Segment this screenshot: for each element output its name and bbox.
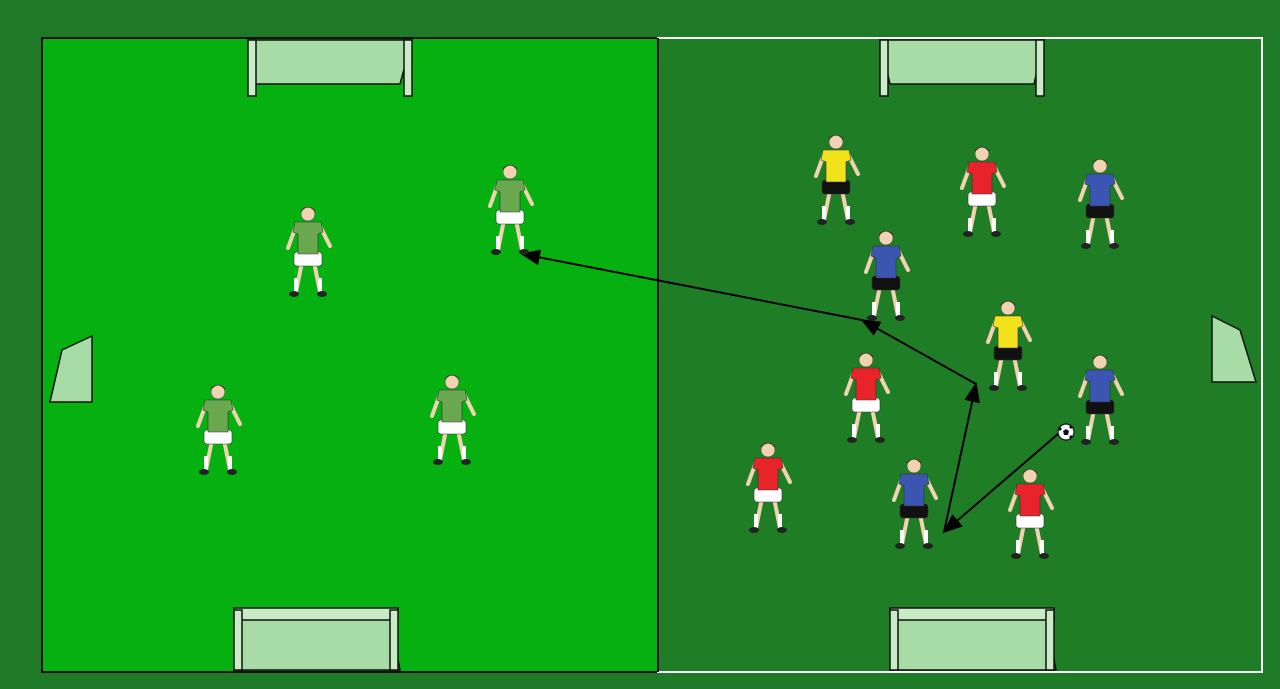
left-zone: [42, 38, 658, 672]
right-bottom-goal: [890, 608, 1056, 670]
left-bottom-goal: [234, 608, 400, 670]
right-zone: [658, 38, 1262, 672]
soccer-ball-icon: [1058, 424, 1074, 440]
